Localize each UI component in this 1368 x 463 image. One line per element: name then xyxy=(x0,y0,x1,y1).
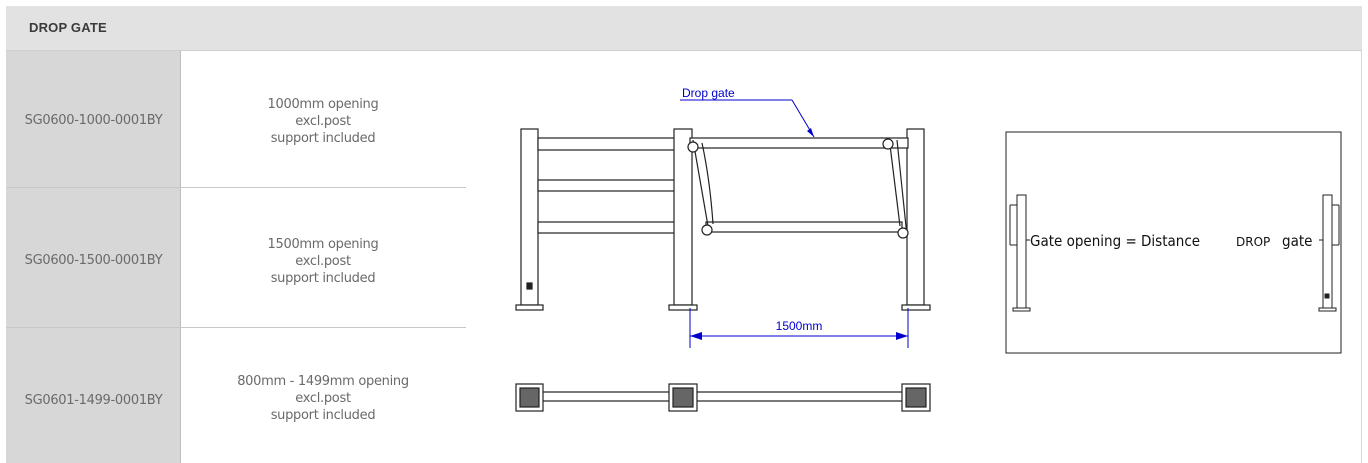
callout-label: Drop gate xyxy=(682,86,735,100)
fixed-rails xyxy=(537,137,676,234)
gate-opening-schematic: Gate opening = Distance DROP gate xyxy=(1005,131,1342,354)
annotation-text-3: gate xyxy=(1282,232,1312,250)
right-post xyxy=(901,128,931,311)
product-description: 1500mm opening excl.post support include… xyxy=(181,236,465,287)
product-description: 1000mm opening excl.post support include… xyxy=(181,96,465,147)
description-line: support included xyxy=(270,408,376,423)
annotation-text-2: DROP xyxy=(1236,235,1270,249)
description-line: support included xyxy=(270,131,376,146)
row-divider xyxy=(6,327,466,328)
description-line: excl.post xyxy=(295,391,351,406)
description-line: support included xyxy=(270,271,376,286)
description-line: 800mm - 1499mm opening xyxy=(237,374,409,389)
table-header: DROP GATE xyxy=(6,6,1362,51)
left-post xyxy=(515,128,544,311)
top-view xyxy=(515,383,931,412)
description-line: 1500mm opening xyxy=(267,237,379,252)
annotation-text-1: Gate opening = Distance xyxy=(1030,232,1200,250)
product-description: 800mm - 1499mm opening excl.post support… xyxy=(181,373,465,424)
product-code: SG0601-1499-0001BY xyxy=(24,393,163,408)
drop-gate-callout: Drop gate xyxy=(680,86,815,138)
header-title: DROP GATE xyxy=(29,20,107,35)
description-line: 1000mm opening xyxy=(267,97,379,112)
product-code: SG0600-1500-0001BY xyxy=(24,253,163,268)
middle-post xyxy=(668,128,698,311)
dimension-line: 1500mm xyxy=(689,308,909,348)
drop-gate-arm xyxy=(687,137,909,239)
description-line: excl.post xyxy=(295,114,351,129)
product-code-column xyxy=(6,51,181,463)
description-line: excl.post xyxy=(295,254,351,269)
product-code: SG0600-1000-0001BY xyxy=(24,113,163,128)
row-divider xyxy=(6,187,466,188)
dimension-label: 1500mm xyxy=(776,319,823,333)
